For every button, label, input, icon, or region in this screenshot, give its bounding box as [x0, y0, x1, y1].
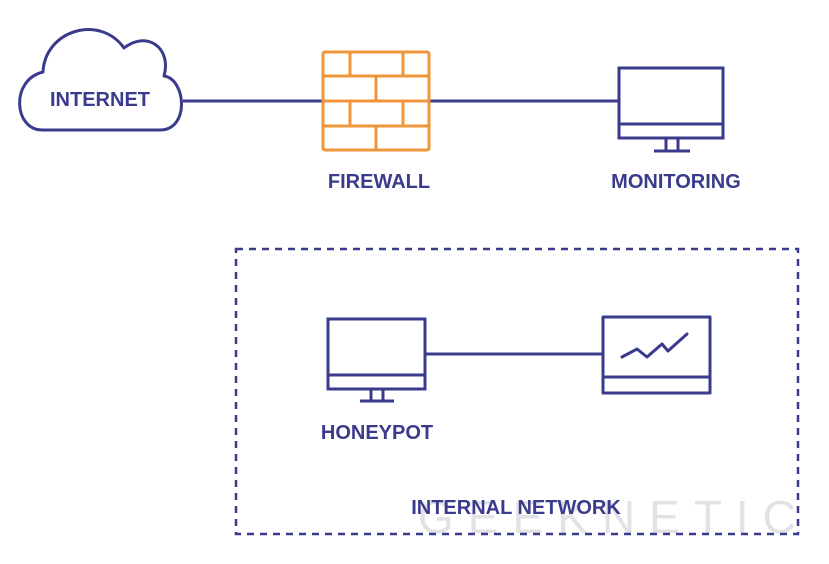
monitoring-label: MONITORING: [611, 171, 741, 193]
monitoring-monitor-icon: [617, 66, 725, 153]
analytics-monitor-chart-icon: [601, 315, 712, 395]
internet-label: INTERNET: [50, 89, 150, 111]
internal-network-boundary: [234, 247, 800, 536]
brick-wall-icon: [321, 50, 431, 152]
firewall-label: FIREWALL: [328, 171, 430, 193]
internal-network-label: INTERNAL NETWORK: [411, 497, 621, 519]
cloud-icon: [18, 28, 183, 132]
honeypot-monitor-icon: [326, 317, 427, 403]
honeypot-label: HONEYPOT: [321, 422, 433, 444]
